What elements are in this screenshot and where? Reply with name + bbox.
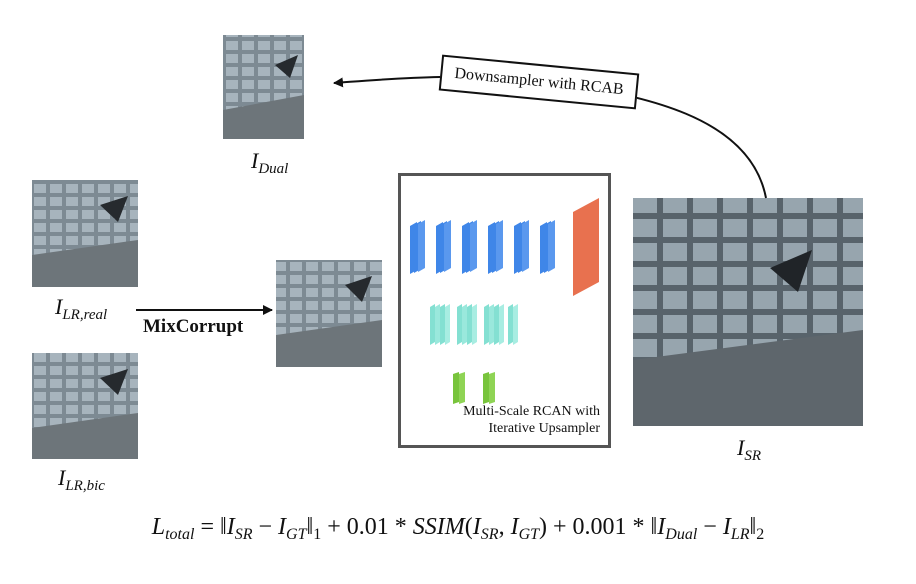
loss-formula: Ltotal = ‖ISR − IGT‖1 + 0.01 * SSIM(ISR,… xyxy=(0,514,916,544)
f-sb: I xyxy=(510,514,519,540)
f-t3-close: ‖ xyxy=(749,514,757,540)
f-comma: , xyxy=(498,514,511,540)
f-t3-norm: 2 xyxy=(756,526,765,543)
f-t1a: I xyxy=(226,514,235,540)
dual-label: IDual xyxy=(251,150,288,177)
lr-bic-label: ILR,bic xyxy=(58,467,105,494)
f-paren-open: ( xyxy=(464,514,473,540)
blue-layer-stack xyxy=(410,220,555,274)
lr-real-label-main: I xyxy=(55,294,63,319)
f-t1b-sub: GT xyxy=(286,526,307,543)
f-paren-close: ) xyxy=(539,514,548,540)
dual-label-main: I xyxy=(251,148,259,173)
lr-real-label: ILR,real xyxy=(55,296,107,323)
f-t3a-sub: Dual xyxy=(665,526,698,543)
teal-layer-stack xyxy=(430,304,518,345)
f-t1b: I xyxy=(278,514,287,540)
f-sb-sub: GT xyxy=(518,526,540,543)
f-t3-minus: − xyxy=(697,514,723,540)
green-layer-stack xyxy=(453,372,495,404)
network-caption: Multi-Scale RCAN with Iterative Upsample… xyxy=(463,403,600,437)
f-t3b-sub: LR xyxy=(730,526,750,543)
f-plus2: + 0.001 * ‖ xyxy=(547,514,658,540)
network-caption-line2: Iterative Upsampler xyxy=(488,421,600,436)
f-sa-sub: SR xyxy=(480,526,499,543)
sr-label-sub: SR xyxy=(744,448,761,464)
dual-label-sub: Dual xyxy=(258,161,289,177)
f-t1-minus: − xyxy=(252,514,279,540)
mixcorrupt-image xyxy=(276,260,382,367)
f-sa: I xyxy=(472,514,481,540)
f-ssim: SSIM xyxy=(412,514,465,540)
f-t3b: I xyxy=(722,514,731,540)
f-t3a: I xyxy=(657,514,666,540)
lr-real-image xyxy=(32,180,138,287)
downsampler-label: Downsampler with RCAB xyxy=(453,64,625,99)
lr-real-label-sub: LR,real xyxy=(62,307,108,323)
f-eq: = ‖ xyxy=(194,514,227,540)
dual-image xyxy=(223,35,304,139)
lr-bic-label-sub: LR,bic xyxy=(65,478,105,494)
network-caption-line1: Multi-Scale RCAN with xyxy=(463,404,600,419)
sr-image xyxy=(633,198,863,426)
f-lhs: L xyxy=(151,514,166,540)
f-plus1: + 0.01 * xyxy=(321,514,413,540)
sr-label: ISR xyxy=(737,437,761,464)
network-box: Multi-Scale RCAN with Iterative Upsample… xyxy=(398,173,611,448)
f-lhs-sub: total xyxy=(165,526,195,543)
lr-bic-label-main: I xyxy=(58,465,66,490)
sr-label-main: I xyxy=(737,435,745,460)
f-t1-norm: 1 xyxy=(313,526,322,543)
orange-output-layer xyxy=(573,198,599,296)
f-t1-close: ‖ xyxy=(306,514,314,540)
f-t1a-sub: SR xyxy=(234,526,253,543)
mixcorrupt-label: MixCorrupt xyxy=(143,316,244,337)
lr-bic-image xyxy=(32,353,138,459)
